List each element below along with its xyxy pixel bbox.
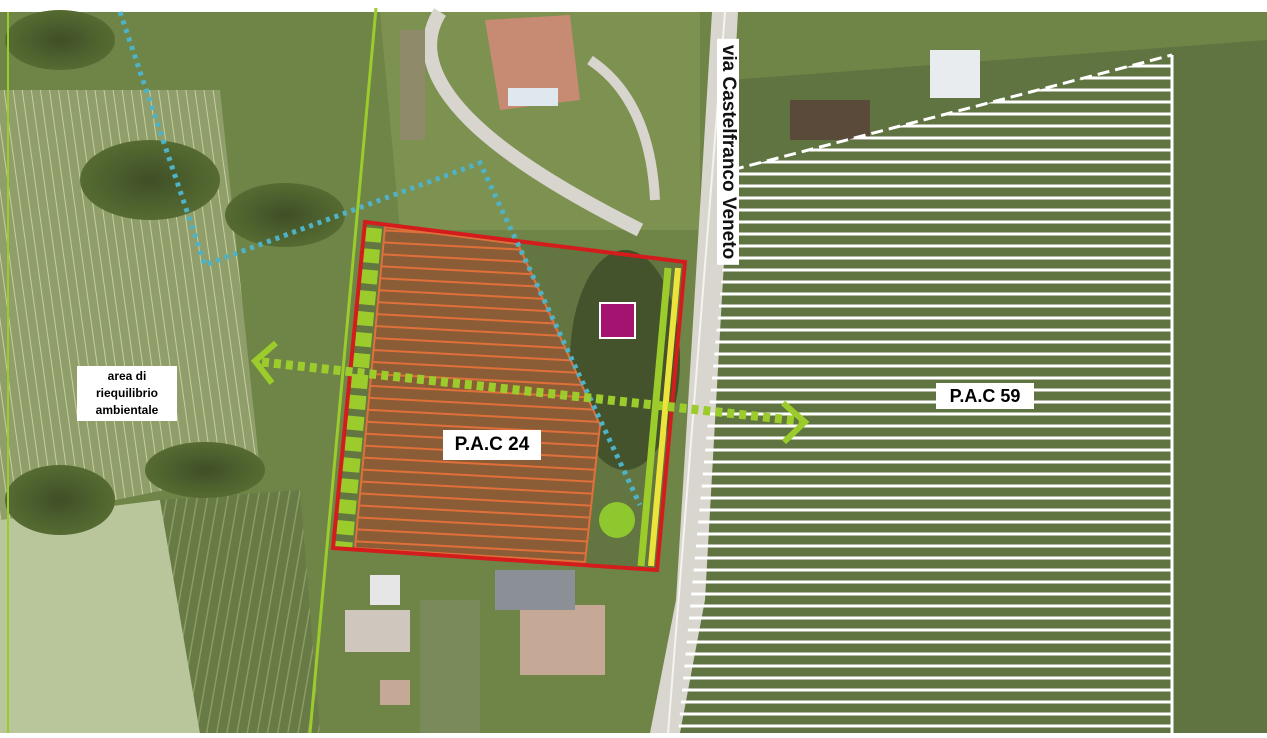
double-arrow-icon (261, 357, 801, 426)
road-centerline (667, 11, 726, 734)
pac59-label: P.A.C 59 (936, 383, 1034, 409)
area-label-line: riequilibrio (95, 386, 158, 400)
pergola (400, 30, 425, 140)
dotted-blue-line (117, 11, 643, 507)
garden-plot (420, 600, 480, 733)
boundary-line (308, 7, 378, 734)
outbuilding (370, 575, 400, 605)
tree-cluster (5, 465, 115, 535)
outbuilding (380, 680, 410, 705)
house-roof (520, 605, 605, 675)
pac24-hatched-zone[interactable] (353, 225, 602, 564)
pac24-boundary[interactable] (330, 219, 688, 573)
tree-cluster (5, 10, 115, 70)
tree-cluster (225, 183, 345, 247)
square-marker-icon[interactable] (599, 302, 636, 339)
villa-lawn (380, 12, 700, 230)
house-roof (495, 570, 575, 610)
green-buffer-strip (334, 227, 382, 551)
shed-roof (930, 50, 980, 98)
pac24-label: P.A.C 24 (443, 430, 541, 460)
arrowhead-left (250, 340, 278, 385)
area-label: area di riequilibrio ambientale (77, 366, 177, 421)
pac59-area[interactable] (678, 55, 1172, 733)
house-roof (345, 610, 410, 652)
shed (790, 100, 870, 140)
green-hedge-strip (637, 267, 672, 567)
yellow-strip (648, 267, 681, 567)
arrowhead-right (781, 400, 810, 445)
field-lower-left (0, 500, 200, 733)
circle-marker-icon[interactable] (599, 502, 635, 538)
villa-roof (485, 15, 580, 110)
driveway (587, 55, 660, 201)
area-label-line: area di (107, 369, 147, 383)
road (650, 12, 738, 733)
tree-cluster (80, 140, 220, 220)
driveway (423, 8, 644, 237)
vineyard (160, 490, 320, 733)
area-label-line: ambientale (95, 403, 159, 417)
greenhouse (508, 88, 558, 106)
road-name: via Castelfranco Veneto (717, 38, 739, 266)
pac59-edge (731, 53, 1173, 172)
tree-cluster (145, 442, 265, 498)
road-label: via Castelfranco Veneto (717, 12, 739, 292)
